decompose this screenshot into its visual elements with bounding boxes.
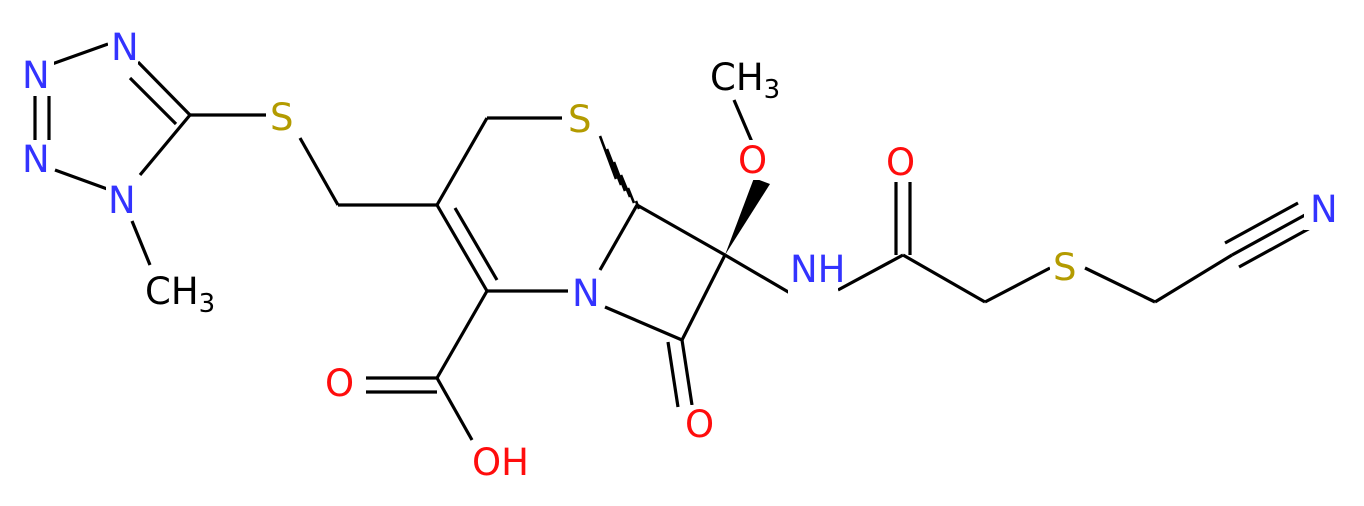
- acid-o-label: O: [325, 362, 354, 405]
- tetrazole-n-upper-left-label: N: [22, 54, 50, 97]
- tetrazole-n-top-label: N: [111, 26, 139, 69]
- bond-n-top-to-c5-double: [128, 76, 178, 126]
- bond-c3-to-c2-ring: [435, 117, 489, 206]
- ring-n-label: N: [572, 272, 600, 315]
- bond-c3-to-c4-double: [453, 207, 499, 281]
- bond-c8-to-lactam-o-double: [666, 341, 680, 408]
- hash-wedge-c6-to-s-ring: [598, 135, 641, 210]
- nitrile-n-label: N: [1310, 188, 1338, 231]
- bond-c6-to-c7: [636, 203, 726, 257]
- bond-n-lower-left-to-n-methyl: [54, 168, 111, 192]
- tetrazole-methyl-label: CH3: [145, 270, 215, 319]
- bond-c3-to-c4: [435, 204, 489, 292]
- bonds: [33, 42, 1313, 441]
- amide-o-label: O: [886, 141, 915, 184]
- bond-ch2-to-s-right: [984, 266, 1051, 304]
- tetrazole-n-lower-left-label: N: [22, 138, 50, 181]
- bond-nh-to-amide-c: [837, 253, 904, 292]
- bond-s-left-to-ch2: [298, 137, 340, 206]
- amide-nh-text: NH: [790, 248, 846, 291]
- bond-acid-c-to-oh: [435, 377, 474, 441]
- bond-n-methyl-to-c5: [138, 113, 192, 177]
- bond-n-ring-to-c6: [598, 204, 639, 271]
- atom-labels: N N N N CH3 S S O CH3 NH O S N N O O OH: [18, 26, 1340, 484]
- bond-amide-c-to-ch2: [902, 253, 986, 304]
- bond-n-methyl-to-methyl: [130, 220, 152, 266]
- bond-c8-to-lactam-o: [680, 339, 694, 406]
- bond-nitrile-3: [1238, 225, 1313, 269]
- wedge-c7-to-methoxy-o: [725, 178, 770, 255]
- bond-nitrile-1: [1231, 213, 1306, 257]
- thioether-s-right-label: S: [1053, 246, 1077, 289]
- methoxy-ch3-label: CH3: [710, 56, 780, 105]
- tetrazole-n-methyl-label: N: [108, 179, 136, 222]
- bond-c7-to-nh: [724, 253, 791, 295]
- ring-s-label: S: [568, 98, 592, 141]
- bond-ch2-to-nitrile-c: [1154, 253, 1233, 304]
- bond-s-right-to-ch2: [1084, 266, 1156, 304]
- bond-c8-to-n-ring: [604, 305, 683, 342]
- bond-n-top-to-n-upper-left: [51, 42, 109, 66]
- bond-nitrile-2: [1224, 201, 1299, 245]
- bond-n-top-to-c5: [136, 60, 192, 117]
- methoxy-o-label: O: [738, 139, 767, 182]
- amide-nh-label: NH: [790, 248, 846, 291]
- bond-methoxy-o-to-ch3: [732, 99, 754, 143]
- acid-oh-label: OH: [472, 441, 529, 484]
- lactam-o-label: O: [685, 403, 714, 446]
- thioether-s-left-label: S: [270, 96, 294, 139]
- bond-c7-to-c8: [680, 254, 727, 341]
- stereo-bonds: [598, 99, 770, 255]
- bond-c4-to-acid-c: [435, 290, 489, 379]
